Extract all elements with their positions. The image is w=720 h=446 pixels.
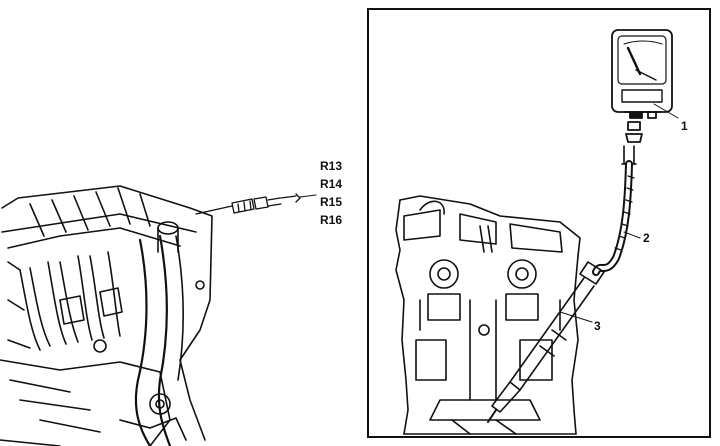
part-code-r13: R13 — [320, 159, 342, 173]
test-hose-icon — [592, 145, 637, 276]
compression-gauge-icon — [611, 29, 673, 143]
engine-block-icon — [0, 185, 213, 446]
part-code-r15: R15 — [320, 195, 342, 209]
callout-1: 1 — [681, 119, 688, 133]
part-code-labels: R13 R14 R15 R16 — [299, 159, 342, 227]
part-code-r14: R14 — [320, 177, 342, 191]
callout-labels: 1 2 3 — [559, 103, 688, 333]
right-panel: 1 2 3 — [367, 8, 711, 438]
callout-2: 2 — [643, 231, 650, 245]
engine-section-icon — [395, 195, 581, 435]
part-code-leader-line — [299, 194, 317, 198]
callout-3: 3 — [594, 319, 601, 333]
left-panel: R13 R14 R15 R16 — [0, 159, 342, 446]
right-panel-frame — [367, 8, 711, 438]
part-code-r16: R16 — [320, 213, 342, 227]
adapter-icon — [487, 261, 605, 423]
glow-plug-icon — [195, 193, 301, 215]
